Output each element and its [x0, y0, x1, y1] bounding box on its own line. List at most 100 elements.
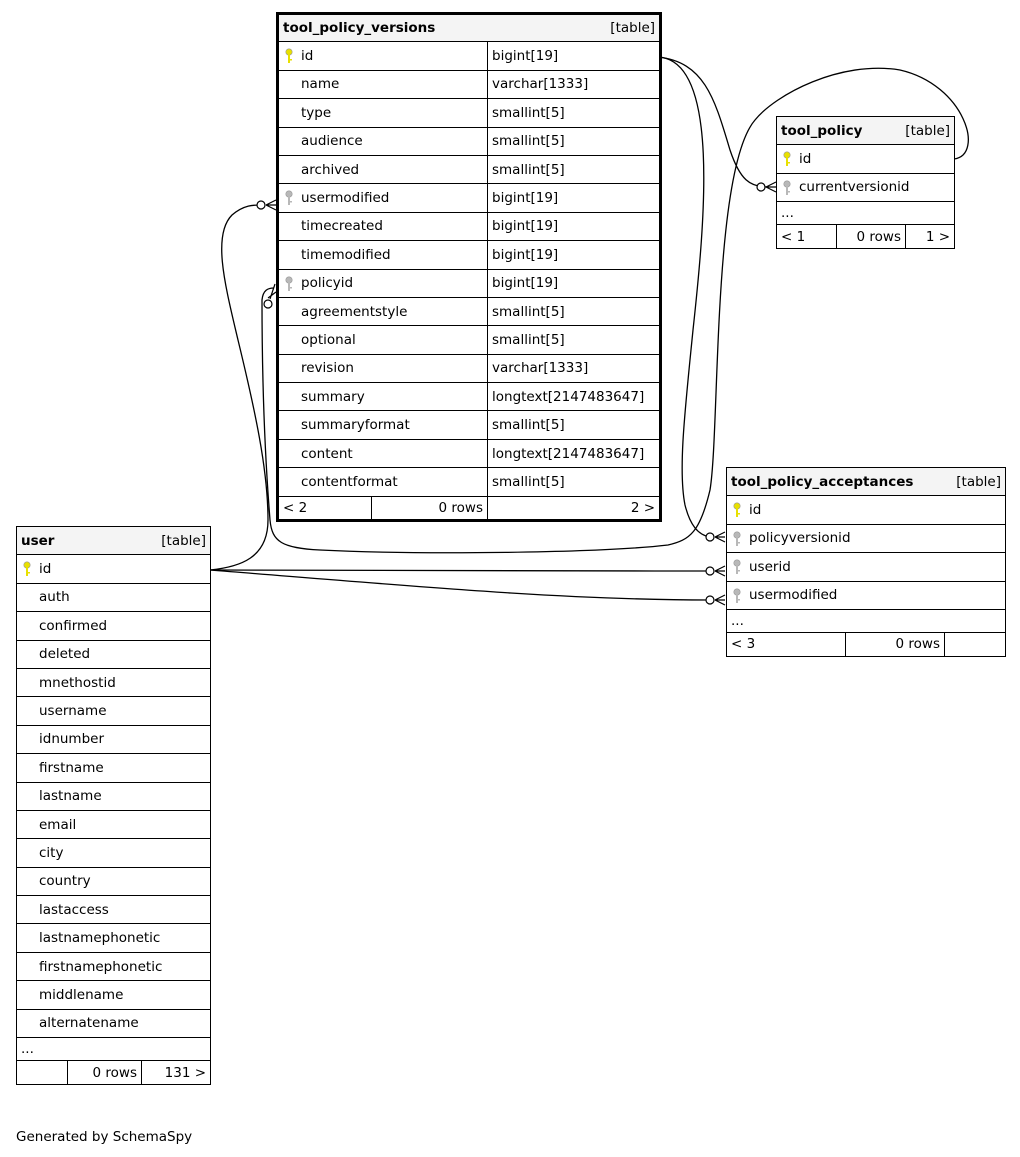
table-kind: [table] — [610, 20, 656, 37]
column-row: userid — [725, 552, 1007, 582]
column-type: smallint[5] — [486, 467, 662, 497]
column-name: id — [749, 502, 762, 519]
foreign-key-icon — [733, 559, 741, 575]
column-row: mnethostid — [15, 667, 212, 698]
table-footer: < 1 0 rows 1 > — [776, 224, 956, 250]
column-name: timecreated — [301, 218, 383, 235]
column-row: id — [725, 495, 1007, 525]
children-count: 1 > — [904, 224, 956, 250]
column-name: lastnamephonetic — [39, 930, 161, 947]
parents-count: < 3 — [726, 631, 846, 657]
table-kind: [table] — [161, 532, 207, 549]
edge-versions-id-to-policy-currentversionid — [657, 56, 769, 188]
column-row: usermodified — [725, 580, 1007, 610]
table-ellipsis: ... — [775, 201, 956, 226]
column-row: alternatename — [15, 1008, 212, 1039]
column-type: bigint[19] — [486, 211, 662, 242]
primary-key-icon — [23, 561, 31, 577]
table-header: user [table] — [15, 525, 212, 556]
column-name: revision — [301, 360, 354, 377]
table-name: tool_policy — [781, 122, 863, 139]
column-type: smallint[5] — [486, 126, 662, 156]
column-row: auth — [15, 582, 212, 613]
primary-key-icon — [783, 151, 791, 167]
column-name: audience — [301, 133, 363, 150]
column-name: id — [799, 151, 812, 168]
column-type: smallint[5] — [486, 154, 662, 185]
parents-count: < 1 — [776, 224, 837, 250]
generator-credit: Generated by SchemaSpy — [16, 1129, 193, 1145]
column-type: smallint[5] — [486, 296, 662, 327]
parents-count — [16, 1060, 68, 1086]
column-row: idnumber — [15, 724, 212, 755]
table-name: tool_policy_versions — [283, 20, 436, 37]
primary-key-icon — [285, 48, 293, 64]
edge-versions-id-to-acceptances-policyversionid — [657, 56, 711, 538]
column-name: type — [301, 104, 332, 121]
row-count: 0 rows — [845, 631, 945, 657]
column-name: summary — [301, 388, 365, 405]
table-footer: 0 rows 131 > — [16, 1060, 212, 1086]
column-type: bigint[19] — [486, 240, 662, 270]
table-name: tool_policy_acceptances — [731, 473, 914, 490]
column-name: timemodified — [301, 246, 391, 263]
column-row: firstnamephonetic — [15, 951, 212, 982]
column-name: usermodified — [749, 587, 838, 604]
table-footer: < 2 0 rows 2 > — [277, 495, 662, 521]
column-type: longtext[2147483647] — [486, 382, 662, 412]
column-name: username — [39, 703, 107, 720]
column-name: agreementstyle — [301, 303, 408, 320]
table-header: tool_policy [table] — [775, 115, 956, 146]
parents-count: < 2 — [277, 495, 372, 521]
column-row: summary longtext[2147483647] — [277, 382, 662, 412]
column-row: lastname — [15, 781, 212, 811]
column-type: varchar[1333] — [486, 69, 662, 100]
column-row: middlename — [15, 980, 212, 1010]
column-type: bigint[19] — [486, 41, 662, 71]
column-row: agreementstyle smallint[5] — [277, 296, 662, 327]
column-row: audience smallint[5] — [277, 126, 662, 156]
column-name: contentformat — [301, 473, 398, 490]
column-row: username — [15, 696, 212, 726]
row-count: 0 rows — [836, 224, 906, 250]
crowfoot-marker — [705, 531, 726, 543]
column-type: bigint[19] — [486, 183, 662, 213]
column-row: id — [775, 144, 956, 174]
crowfoot-marker — [705, 594, 726, 606]
column-type: smallint[5] — [486, 325, 662, 355]
column-row: city — [15, 838, 212, 868]
table-kind: [table] — [956, 473, 1002, 490]
table-ellipsis: ... — [725, 608, 1007, 633]
column-name: optional — [301, 331, 356, 348]
children-count: 2 > — [486, 495, 662, 521]
column-row: timecreated bigint[19] — [277, 211, 662, 242]
column-name: lastaccess — [39, 901, 109, 918]
crowfoot-marker — [256, 199, 277, 211]
column-name: name — [301, 76, 340, 93]
column-name: firstname — [39, 759, 104, 776]
column-name: city — [39, 844, 64, 861]
children-count — [943, 631, 1007, 657]
column-name: alternatename — [39, 1015, 139, 1032]
column-row: optional smallint[5] — [277, 325, 662, 355]
column-name: middlename — [39, 986, 124, 1003]
column-type: bigint[19] — [486, 268, 662, 298]
column-name: summaryformat — [301, 417, 410, 434]
foreign-key-icon — [285, 276, 293, 291]
column-row: confirmed — [15, 611, 212, 641]
foreign-key-icon — [285, 190, 293, 206]
column-name: mnethostid — [39, 674, 116, 691]
table-header: tool_policy_acceptances [table] — [725, 466, 1007, 497]
